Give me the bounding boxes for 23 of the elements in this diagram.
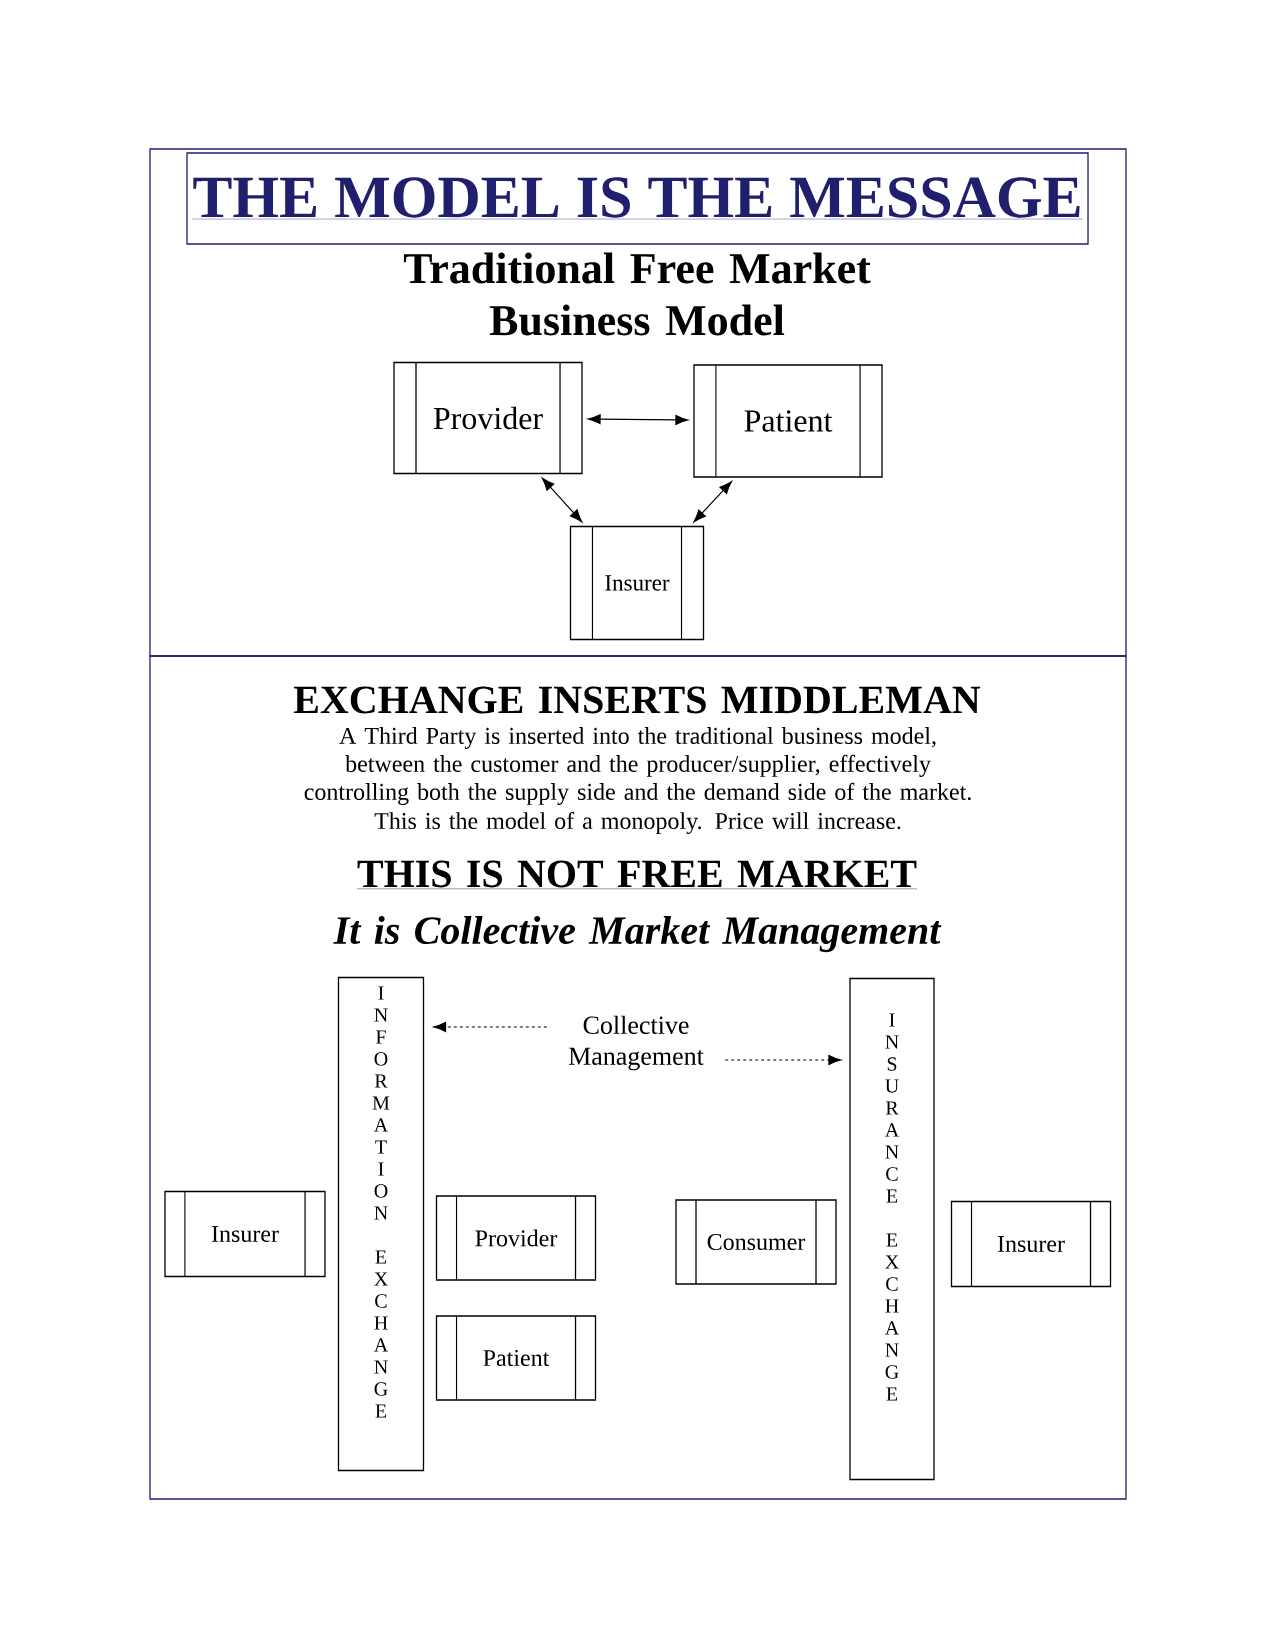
process-box: Provider [435, 1195, 597, 1281]
process-box: Patient [693, 364, 883, 478]
process-box: Provider [393, 361, 583, 475]
arrow [693, 481, 732, 523]
paragraph: This is the model of a monopoly. Price will increase. [374, 812, 901, 835]
paragraph: A Third Party is inserted into the traditional business model, between the customer and the producer/supplier, effectively controlling both the supply side and the demand side of the market. [304, 727, 971, 805]
process-box: Insurer [950, 1200, 1112, 1288]
arrow [587, 414, 689, 425]
process-box: Patient [435, 1315, 597, 1401]
heading: Traditional Free Market Business Model [403, 252, 871, 336]
arrow [541, 477, 583, 523]
vertical-box: INSURANCE EXCHANGE [849, 977, 935, 1481]
dashed-arrow [433, 1021, 548, 1033]
vertical-box: INFORMATION EXCHANGE [337, 976, 425, 1472]
heading: EXCHANGE INSERTS MIDDLEMAN [293, 686, 981, 714]
heading: THIS IS NOT FREE MARKET [356, 860, 918, 890]
dashed-arrow [724, 1054, 842, 1066]
title-banner: THE MODEL IS THE MESSAGE [186, 152, 1089, 245]
process-box: Insurer [569, 525, 705, 641]
heading: It is Collective Market Management [333, 915, 942, 953]
process-box: Insurer [164, 1190, 326, 1278]
process-box: Consumer [675, 1199, 837, 1285]
annotation-text: Collective Management [568, 1015, 704, 1071]
